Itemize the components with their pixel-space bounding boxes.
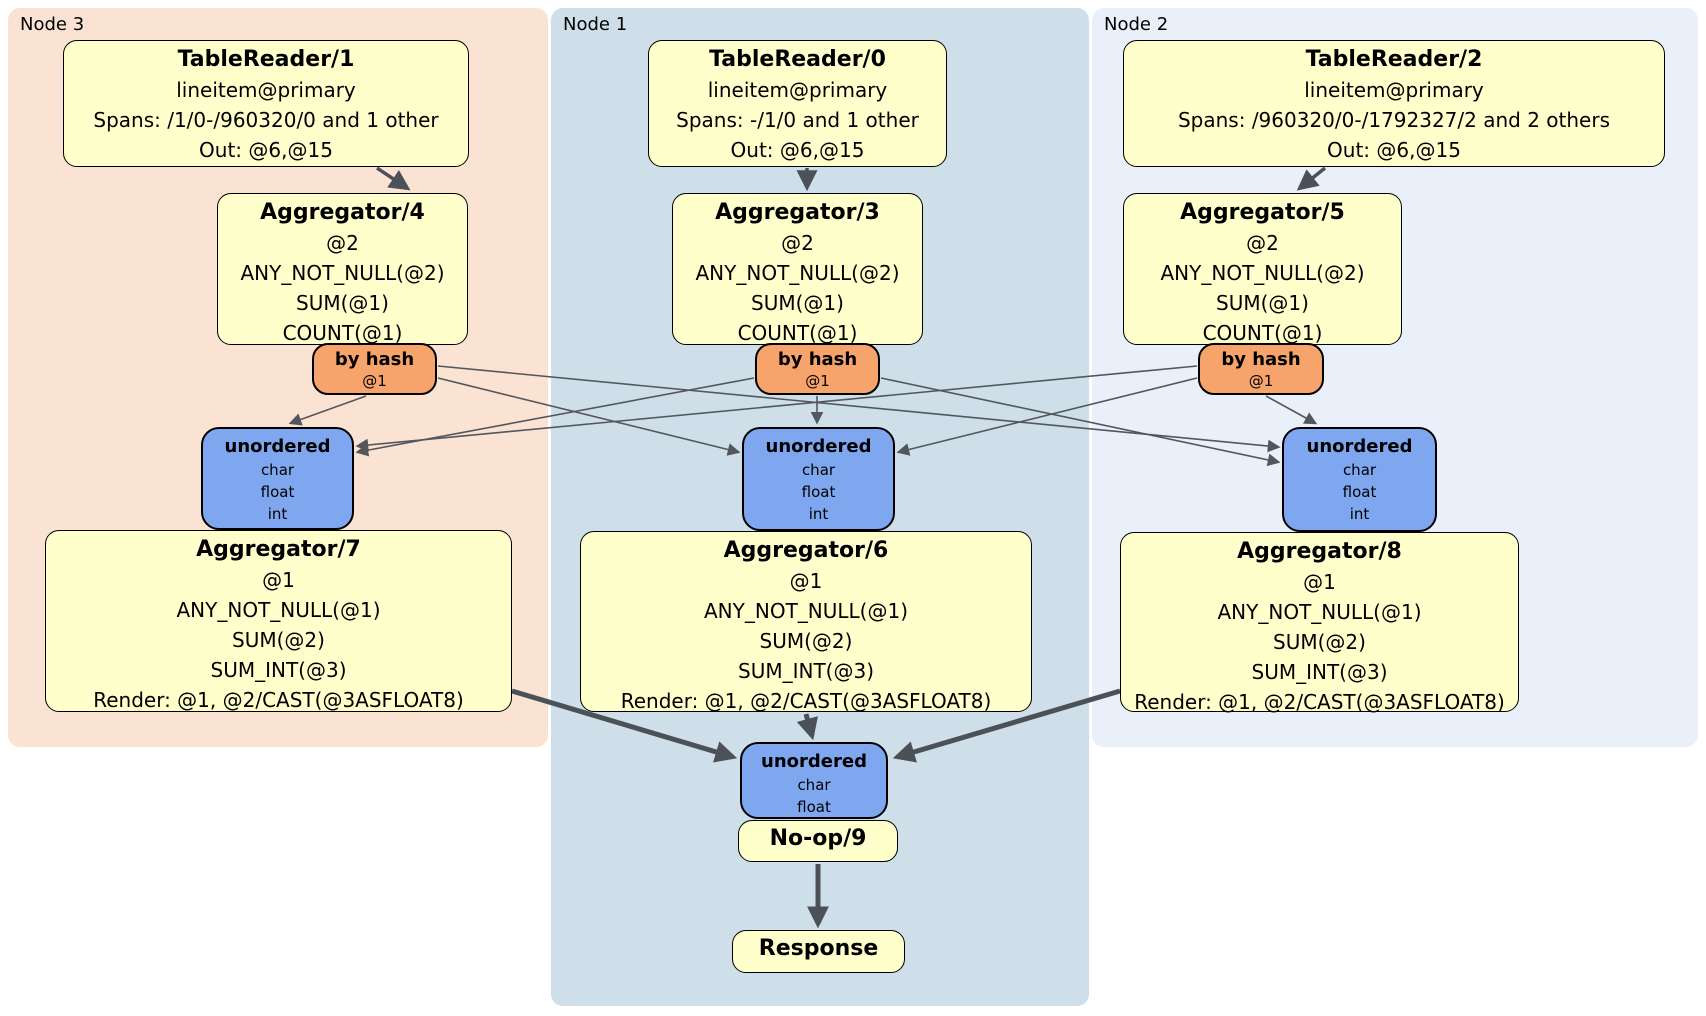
sync-type: float — [801, 483, 836, 501]
processor-aggregator-7: Aggregator/7 @1 ANY_NOT_NULL(@1) SUM(@2)… — [45, 530, 512, 712]
router-by-hash-node1: by hash @1 — [755, 343, 880, 395]
agg-fn: COUNT(@1) — [282, 321, 403, 345]
agg-fn: SUM(@2) — [759, 629, 853, 653]
agg-fn: SUM_INT(@3) — [210, 658, 347, 682]
agg-group-cols: @1 — [789, 569, 823, 593]
sync-unordered-node2: unordered char float int — [1282, 427, 1437, 532]
sync-unordered-final: unordered char float — [740, 742, 888, 819]
sync-title: unordered — [224, 436, 331, 457]
processor-title: Aggregator/8 — [1237, 539, 1402, 564]
processor-aggregator-5: Aggregator/5 @2 ANY_NOT_NULL(@2) SUM(@1)… — [1123, 193, 1402, 345]
sync-type: char — [797, 776, 831, 794]
sync-title: unordered — [1306, 436, 1413, 457]
processor-title: TableReader/0 — [709, 47, 886, 72]
processor-title: Aggregator/5 — [1180, 200, 1345, 225]
processor-title: No-op/9 — [769, 826, 867, 851]
processor-spans: Spans: /960320/0-/1792327/2 and 2 others — [1177, 108, 1610, 132]
agg-fn: SUM(@2) — [232, 628, 325, 652]
sync-title: unordered — [765, 436, 872, 457]
processor-title: Aggregator/6 — [723, 538, 889, 563]
agg-group-cols: @2 — [1246, 231, 1279, 255]
router-title: by hash — [334, 349, 415, 370]
processor-title: TableReader/2 — [1305, 47, 1483, 72]
sync-unordered-node1: unordered char float int — [742, 427, 895, 531]
agg-fn: ANY_NOT_NULL(@1) — [704, 599, 908, 623]
region-node2-label: Node 2 — [1104, 14, 1169, 35]
router-columns: @1 — [1248, 372, 1274, 390]
processor-aggregator-3: Aggregator/3 @2 ANY_NOT_NULL(@2) SUM(@1)… — [672, 193, 923, 345]
agg-render: Render: @1, @2/CAST(@3ASFLOAT8) — [620, 689, 992, 713]
agg-render: Render: @1, @2/CAST(@3ASFLOAT8) — [1134, 690, 1505, 714]
region-node1-label: Node 1 — [563, 14, 628, 35]
processor-out: Out: @6,@15 — [199, 138, 333, 162]
sync-type: char — [1342, 461, 1377, 479]
agg-fn: ANY_NOT_NULL(@1) — [176, 598, 381, 622]
sync-type: int — [1349, 505, 1370, 523]
agg-fn: ANY_NOT_NULL(@2) — [695, 261, 900, 285]
sync-type: float — [797, 798, 831, 816]
processor-aggregator-4: Aggregator/4 @2 ANY_NOT_NULL(@2) SUM(@1)… — [217, 193, 468, 345]
agg-fn: SUM(@1) — [296, 291, 389, 315]
processor-tablereader-1: TableReader/1 lineitem@primary Spans: /1… — [63, 40, 469, 167]
agg-group-cols: @1 — [1303, 570, 1336, 594]
processor-aggregator-6: Aggregator/6 @1 ANY_NOT_NULL(@1) SUM(@2)… — [580, 531, 1032, 713]
processor-tablereader-2: TableReader/2 lineitem@primary Spans: /9… — [1123, 40, 1665, 167]
processor-spans: Spans: /1/0-/960320/0 and 1 other — [93, 108, 439, 132]
processor-title: Aggregator/7 — [196, 537, 361, 562]
processor-spans: Spans: -/1/0 and 1 other — [676, 108, 919, 132]
router-columns: @1 — [805, 372, 830, 390]
sync-type: int — [808, 505, 829, 523]
agg-group-cols: @1 — [262, 568, 295, 592]
processor-title: TableReader/1 — [177, 47, 355, 72]
sync-type: float — [1342, 483, 1377, 501]
agg-fn: ANY_NOT_NULL(@2) — [240, 261, 445, 285]
agg-fn: ANY_NOT_NULL(@1) — [1217, 600, 1422, 624]
processor-title: Aggregator/3 — [715, 200, 880, 225]
processor-out: Out: @6,@15 — [1327, 138, 1461, 162]
agg-fn: COUNT(@1) — [737, 321, 858, 345]
sync-type: char — [801, 461, 836, 479]
agg-fn: ANY_NOT_NULL(@2) — [1160, 261, 1365, 285]
processor-aggregator-8: Aggregator/8 @1 ANY_NOT_NULL(@1) SUM(@2)… — [1120, 532, 1519, 714]
sync-title: unordered — [761, 751, 867, 772]
agg-fn: SUM(@2) — [1273, 630, 1366, 654]
agg-render: Render: @1, @2/CAST(@3ASFLOAT8) — [93, 688, 464, 712]
router-by-hash-node3: by hash @1 — [312, 343, 437, 395]
processor-noop-9: No-op/9 — [738, 820, 898, 862]
agg-fn: SUM_INT(@3) — [1251, 660, 1388, 684]
processor-out: Out: @6,@15 — [730, 138, 865, 162]
processor-index: lineitem@primary — [1304, 78, 1484, 102]
agg-fn: SUM(@1) — [751, 291, 844, 315]
router-by-hash-node2: by hash @1 — [1198, 343, 1324, 395]
sync-unordered-node3: unordered char float int — [201, 427, 354, 530]
router-title: by hash — [1221, 349, 1301, 370]
sync-type: int — [267, 505, 288, 523]
sync-type: char — [260, 461, 295, 479]
processor-response: Response — [732, 930, 905, 973]
processor-title: Aggregator/4 — [260, 200, 425, 225]
processor-title: Response — [758, 936, 879, 961]
sync-type: float — [260, 483, 295, 501]
agg-group-cols: @2 — [781, 231, 814, 255]
region-node3-label: Node 3 — [20, 14, 85, 35]
processor-tablereader-0: TableReader/0 lineitem@primary Spans: -/… — [648, 40, 947, 167]
agg-group-cols: @2 — [326, 231, 359, 255]
processor-index: lineitem@primary — [707, 78, 888, 102]
processor-index: lineitem@primary — [176, 78, 356, 102]
router-columns: @1 — [362, 372, 387, 390]
agg-fn: SUM_INT(@3) — [738, 659, 874, 683]
router-title: by hash — [777, 349, 858, 370]
agg-fn: SUM(@1) — [1216, 291, 1309, 315]
agg-fn: COUNT(@1) — [1202, 321, 1323, 345]
